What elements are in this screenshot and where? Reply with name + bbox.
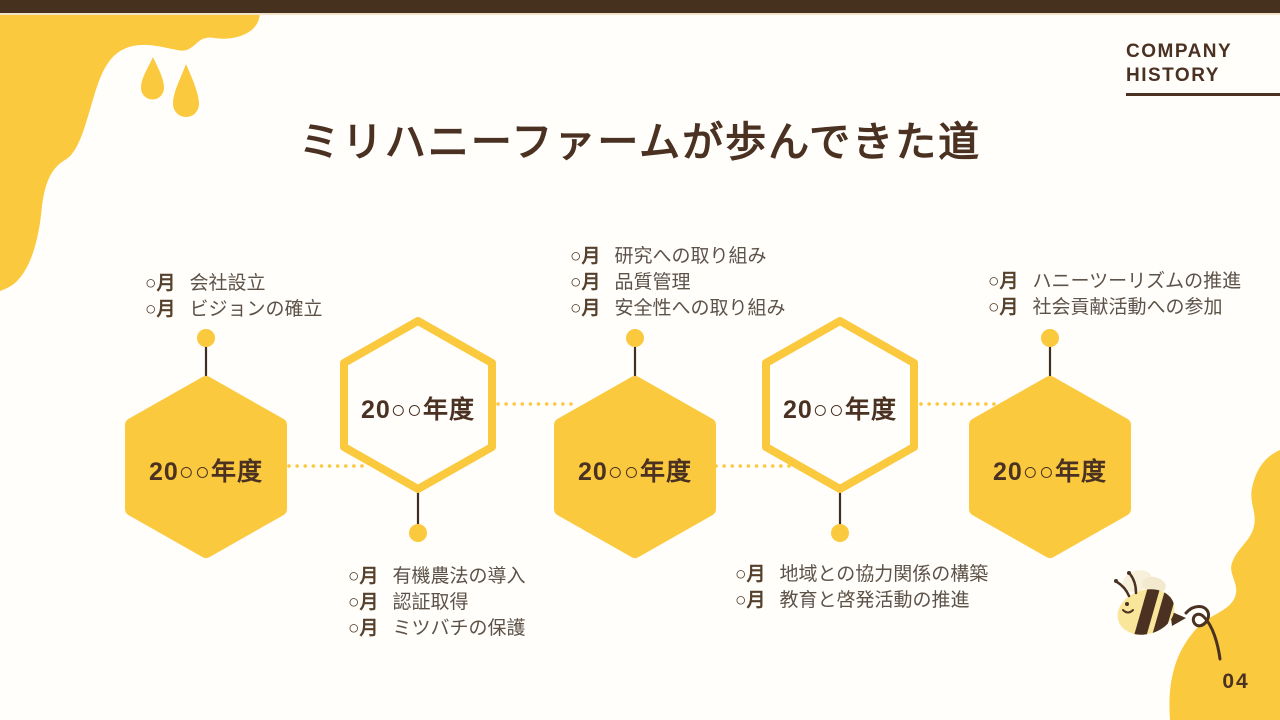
event-label: 有機農法の導入 — [392, 566, 526, 587]
company-history-label: COMPANY HISTORY — [1126, 40, 1280, 96]
event-month: ○月 — [570, 272, 601, 293]
header-underline — [1126, 93, 1280, 96]
hexagon-year-2: 20○○年度 — [360, 396, 475, 424]
event-label: 研究への取り組み — [614, 246, 767, 267]
event-label: 品質管理 — [614, 272, 691, 293]
event-month: ○月 — [570, 246, 601, 267]
event-month: ○月 — [735, 590, 766, 611]
event-month: ○月 — [145, 299, 176, 320]
event-row: ○月 研究への取り組み — [570, 241, 786, 267]
event-month: ○月 — [348, 566, 379, 587]
event-month: ○月 — [348, 592, 379, 613]
event-label: 社会貢献活動への参加 — [1032, 297, 1223, 318]
dotted-connector — [287, 402, 1007, 468]
event-label: ハニーツーリズムの推進 — [1032, 271, 1242, 292]
event-month: ○月 — [735, 564, 766, 585]
event-month: ○月 — [348, 618, 379, 639]
page-number: 04 — [1222, 670, 1250, 693]
event-row: ○月 会社設立 — [145, 268, 323, 294]
event-row: ○月 ミツバチの保護 — [348, 613, 526, 639]
event-label: 会社設立 — [189, 273, 266, 294]
event-row: ○月 ビジョンの確立 — [145, 294, 323, 320]
hexagon-year-3: 20○○年度 — [577, 458, 692, 486]
event-month: ○月 — [988, 271, 1019, 292]
event-label: 地域との協力関係の構築 — [779, 564, 989, 585]
event-list-5: ○月 ハニーツーリズムの推進 ○月 社会貢献活動への参加 — [988, 266, 1241, 318]
hexagon-year-1: 20○○年度 — [148, 458, 263, 486]
event-row: ○月 認証取得 — [348, 587, 526, 613]
event-row: ○月 有機農法の導入 — [348, 561, 526, 587]
event-row: ○月 安全性への取り組み — [570, 293, 786, 319]
event-label: ビジョンの確立 — [189, 299, 323, 320]
hexagon-year-4: 20○○年度 — [782, 396, 897, 424]
event-month: ○月 — [570, 298, 601, 319]
event-month: ○月 — [145, 273, 176, 294]
hexagon-filled — [125, 376, 1131, 558]
hexagon-year-5: 20○○年度 — [992, 458, 1107, 486]
top-bar — [0, 0, 1280, 15]
company-history-line2: HISTORY — [1126, 65, 1220, 86]
event-label: ミツバチの保護 — [392, 618, 526, 639]
event-row: ○月 社会貢献活動への参加 — [988, 292, 1241, 318]
event-list-3: ○月 研究への取り組み ○月 品質管理 ○月 安全性への取り組み — [570, 241, 786, 319]
company-history-line1: COMPANY — [1126, 41, 1233, 62]
event-row: ○月 ハニーツーリズムの推進 — [988, 266, 1241, 292]
event-list-1: ○月 会社設立 ○月 ビジョンの確立 — [145, 268, 323, 320]
page-title: ミリハニーファームが歩んできた道 — [298, 119, 982, 165]
stem-line — [204, 341, 1052, 530]
event-label: 認証取得 — [392, 592, 469, 613]
stem-dot — [197, 329, 1059, 542]
event-list-2: ○月 有機農法の導入 ○月 認証取得 ○月 ミツバチの保護 — [348, 561, 526, 639]
hexagon-outline — [340, 317, 918, 493]
honey-blob-icon — [1169, 450, 1280, 720]
honey-drip-blob-icon — [0, 6, 260, 291]
event-row: ○月 地域との協力関係の構築 — [735, 559, 988, 585]
event-row: ○月 教育と啓発活動の推進 — [735, 585, 988, 611]
bee-icon — [1114, 570, 1222, 661]
event-month: ○月 — [988, 297, 1019, 318]
event-label: 教育と啓発活動の推進 — [779, 590, 970, 611]
event-row: ○月 品質管理 — [570, 267, 786, 293]
event-label: 安全性への取り組み — [614, 298, 786, 319]
event-list-4: ○月 地域との協力関係の構築 ○月 教育と啓発活動の推進 — [735, 559, 988, 611]
